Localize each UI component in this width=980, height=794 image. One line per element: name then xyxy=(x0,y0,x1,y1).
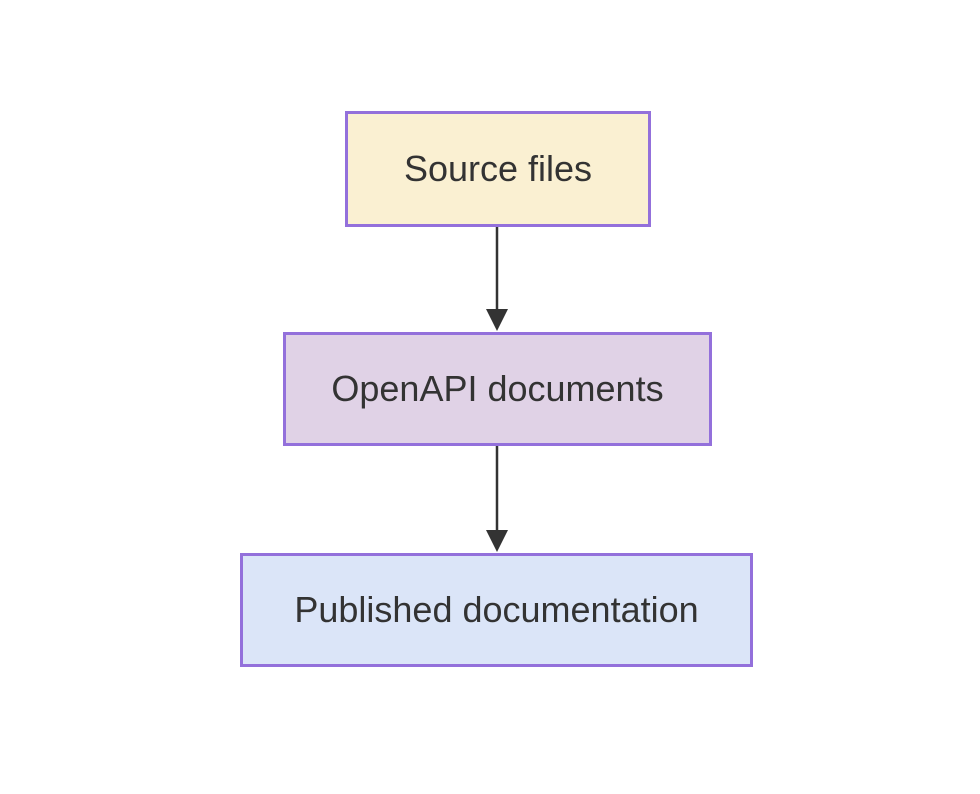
node-label: Published documentation xyxy=(294,589,699,631)
node-label: OpenAPI documents xyxy=(331,368,664,410)
arrowhead-icon xyxy=(486,309,508,331)
node-label: Source files xyxy=(403,148,593,190)
arrowhead-icon xyxy=(486,530,508,552)
node-published-documentation: Published documentation xyxy=(240,553,753,667)
node-source-files: Source files xyxy=(345,111,651,227)
node-openapi-documents: OpenAPI documents xyxy=(283,332,712,446)
